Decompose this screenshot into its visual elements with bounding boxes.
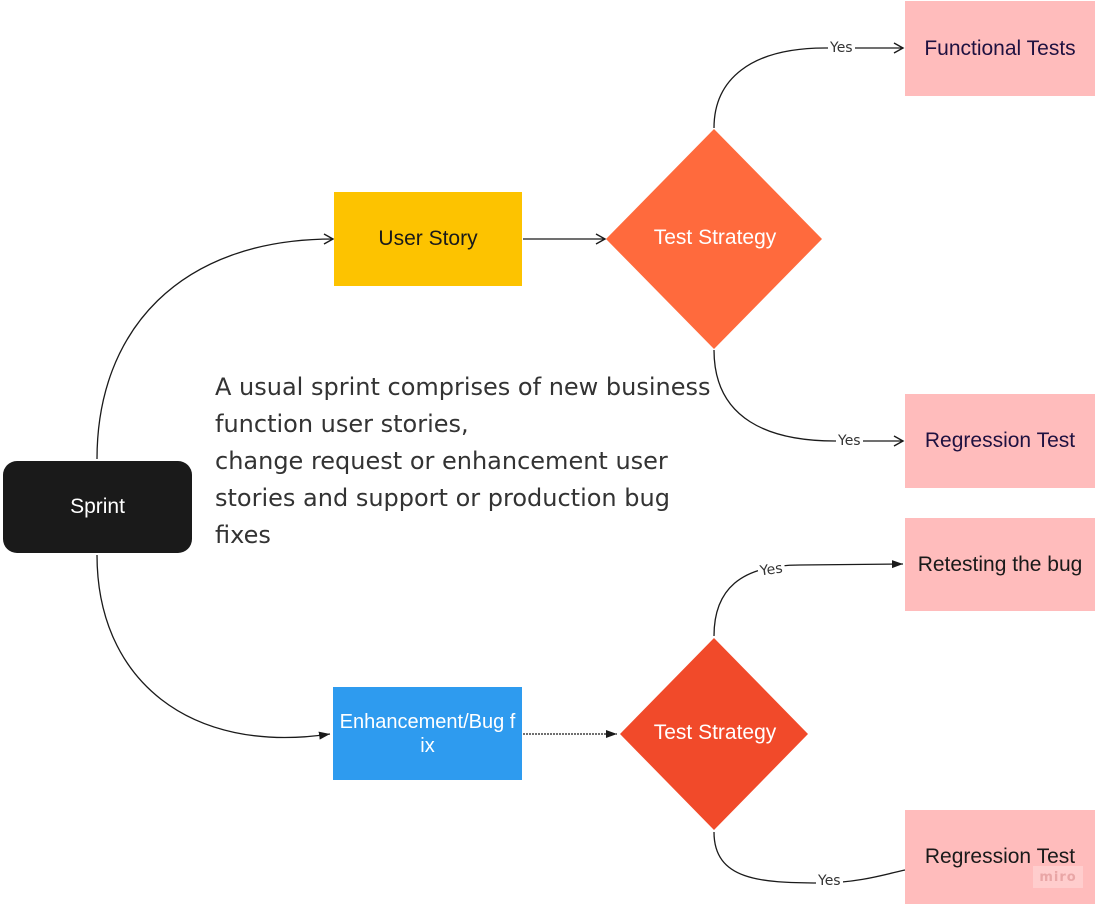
edge-label-yes-regression-bottom: Yes	[816, 873, 843, 889]
edge-strategy-to-regression-test-bottom[interactable]	[713, 831, 906, 884]
regression-test-bottom-node[interactable]: Regression Test	[905, 810, 1095, 904]
regression-test-top-label: Regression Test	[924, 429, 1076, 453]
test-strategy-diamond-top[interactable]	[606, 129, 822, 349]
description-note[interactable]: A usual sprint comprises of new business…	[215, 373, 711, 549]
miro-watermark-logo: miro	[1033, 866, 1083, 888]
regression-test-bottom-label: Regression Test	[924, 845, 1076, 869]
test-strategy-label-bottom: Test Strategy	[653, 721, 777, 745]
edge-sprint-to-enhancement[interactable]	[96, 554, 331, 740]
sprint-node[interactable]: Sprint	[3, 461, 192, 553]
functional-tests-node[interactable]: Functional Tests	[905, 1, 1095, 96]
enhancement-label: Enhancement/Bug fix	[339, 710, 516, 757]
enhancement-node[interactable]: Enhancement/Bug fix	[333, 687, 522, 780]
edge-strategy-to-retesting-bug[interactable]	[713, 560, 904, 637]
test-strategy-label-top: Test Strategy	[653, 226, 777, 250]
functional-tests-label: Functional Tests	[924, 36, 1076, 60]
edge-strategy-to-regression-test-top[interactable]	[713, 349, 905, 447]
user-story-label: User Story	[378, 227, 478, 251]
sprint-label: Sprint	[70, 495, 125, 519]
edge-label-yes-functional: Yes	[828, 40, 855, 56]
user-story-node[interactable]: User Story	[334, 192, 522, 286]
retesting-bug-label: Retesting the bug	[917, 552, 1083, 576]
edge-strategy-to-functional-tests[interactable]	[713, 42, 905, 129]
test-strategy-diamond-bottom[interactable]	[620, 638, 808, 830]
edge-label-yes-regression-top: Yes	[836, 433, 863, 449]
retesting-bug-node[interactable]: Retesting the bug	[905, 518, 1095, 611]
edge-sprint-to-user-story[interactable]	[96, 233, 335, 460]
regression-test-top-node[interactable]: Regression Test	[905, 394, 1095, 488]
